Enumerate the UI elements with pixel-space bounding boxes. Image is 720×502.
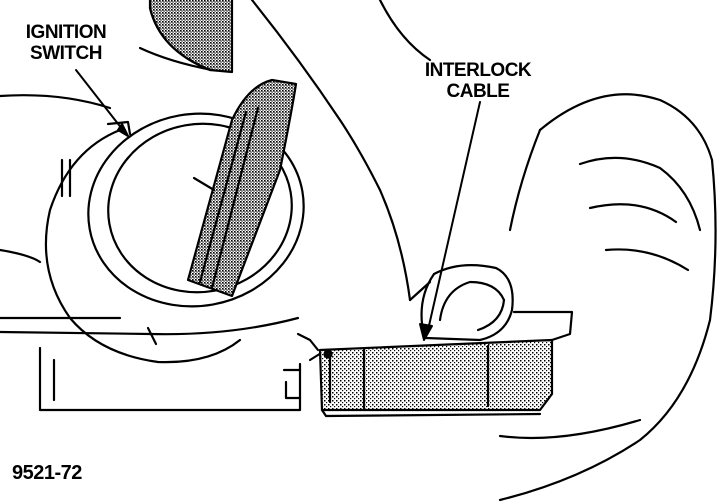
interlock-cable-label-line2: CABLE [446,81,510,102]
hand [250,0,717,502]
ignition-key [186,78,298,298]
steering-column [0,94,300,336]
thumb [420,264,514,342]
ignition-switch-label: IGNITION SWITCH [6,22,126,64]
bracket [38,332,328,412]
column-shroud [138,0,234,74]
leader-lines [75,69,481,341]
ignition-switch-label-line1: IGNITION [25,22,107,43]
interlock-cable-label-line1: INTERLOCK [424,60,532,81]
ignition-switch-leader [75,69,127,135]
interlock-cable-connector [318,310,574,418]
figure-number: 9521-72 [12,462,82,484]
ignition-switch [44,112,305,364]
interlock-cable-leader [427,101,481,331]
ignition-switch-label-line2: SWITCH [30,43,102,64]
interlock-cable-label: INTERLOCK CABLE [410,60,546,102]
